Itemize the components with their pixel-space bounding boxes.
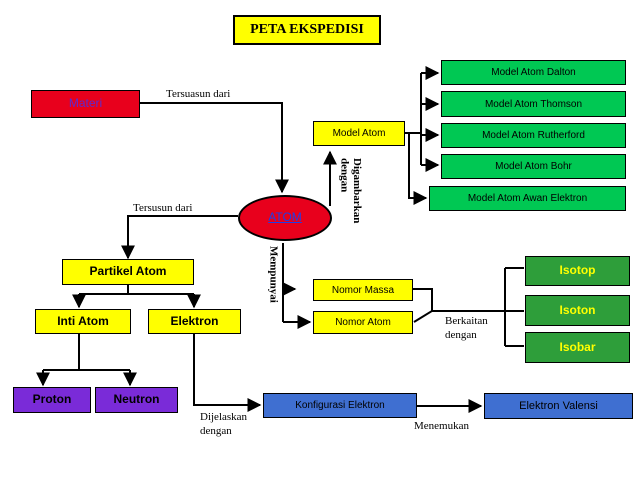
node-model-awan-elektron[interactable]: Model Atom Awan Elektron <box>429 186 626 211</box>
label-digambarkan-line2: dengan <box>338 158 351 193</box>
node-atom[interactable]: ATOM <box>238 195 332 241</box>
node-model-atom[interactable]: Model Atom <box>313 121 405 146</box>
node-proton[interactable]: Proton <box>13 387 91 413</box>
diagram-title: PETA EKSPEDISI <box>233 15 381 45</box>
node-elektron-valensi[interactable]: Elektron Valensi <box>484 393 633 419</box>
node-model-rutherford[interactable]: Model Atom Rutherford <box>441 123 626 148</box>
node-konfigurasi-elektron[interactable]: Konfigurasi Elektron <box>263 393 417 418</box>
node-isoton[interactable]: Isoton <box>525 295 630 326</box>
label-menemukan: Menemukan <box>414 420 469 432</box>
node-isobar[interactable]: Isobar <box>525 332 630 363</box>
label-berkaitan-line2: dengan <box>445 328 477 341</box>
label-digambarkan-dengan: Digambarkan dengan <box>338 158 364 224</box>
label-berkaitan-line1: Berkaitan <box>445 315 488 327</box>
node-neutron[interactable]: Neutron <box>95 387 178 413</box>
node-inti-atom[interactable]: Inti Atom <box>35 309 131 334</box>
label-dijelaskan-line2: dengan <box>200 424 232 437</box>
node-elektron[interactable]: Elektron <box>148 309 241 334</box>
node-materi[interactable]: Materi <box>31 90 140 118</box>
label-tersusun-dari-atom: Tersusun dari <box>133 202 193 214</box>
label-dijelaskan-dengan: Dijelaskan dengan <box>200 411 247 439</box>
label-digambarkan-line1: Digambarkan <box>351 158 364 224</box>
label-dijelaskan-line1: Dijelaskan <box>200 411 248 423</box>
label-mempunyai: Mempunyai <box>267 246 280 303</box>
node-model-dalton[interactable]: Model Atom Dalton <box>441 60 626 85</box>
node-nomor-atom[interactable]: Nomor Atom <box>313 311 413 334</box>
node-partikel-atom[interactable]: Partikel Atom <box>62 259 194 285</box>
node-isotop[interactable]: Isotop <box>525 256 630 286</box>
node-nomor-massa[interactable]: Nomor Massa <box>313 279 413 301</box>
label-berkaitan-dengan: Berkaitan dengan <box>445 315 488 343</box>
node-model-bohr[interactable]: Model Atom Bohr <box>441 154 626 179</box>
node-model-thomson[interactable]: Model Atom Thomson <box>441 91 626 117</box>
label-tersusun-dari-materi: Tersuasun dari <box>166 88 231 100</box>
